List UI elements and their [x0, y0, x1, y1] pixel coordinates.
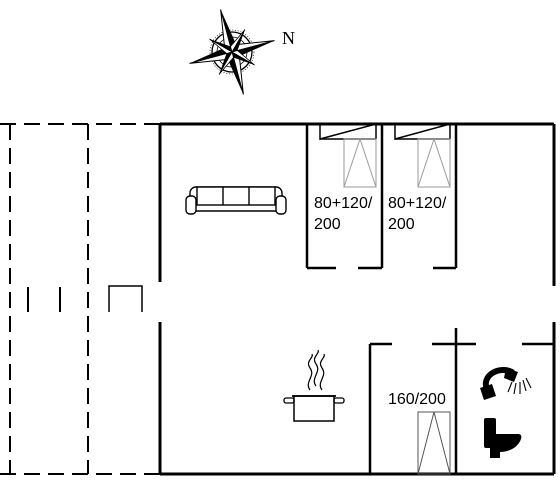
cooking-pot-icon: [283, 349, 345, 422]
interior-walls: [305, 124, 554, 474]
sofa-icon: [185, 186, 287, 215]
bunk-bed-icon: [394, 123, 451, 188]
bed-label: 160/200: [388, 391, 446, 408]
bed-label-line1: 80+120/: [388, 195, 447, 212]
shower-icon: [480, 366, 532, 400]
north-label: N: [282, 28, 295, 48]
bed-label-line2: 200: [314, 216, 341, 233]
terrace-furniture: [108, 285, 143, 312]
bed-icon: [417, 411, 451, 475]
bed-label-line2: 200: [388, 216, 415, 233]
compass-rose-icon: [189, 9, 275, 95]
exterior-walls: [158, 122, 556, 476]
bed-label-line1: 80+120/: [314, 195, 373, 212]
bunk-bed-icon: [319, 123, 377, 188]
toilet-icon: [484, 418, 522, 458]
terrace-outline: [0, 123, 160, 475]
